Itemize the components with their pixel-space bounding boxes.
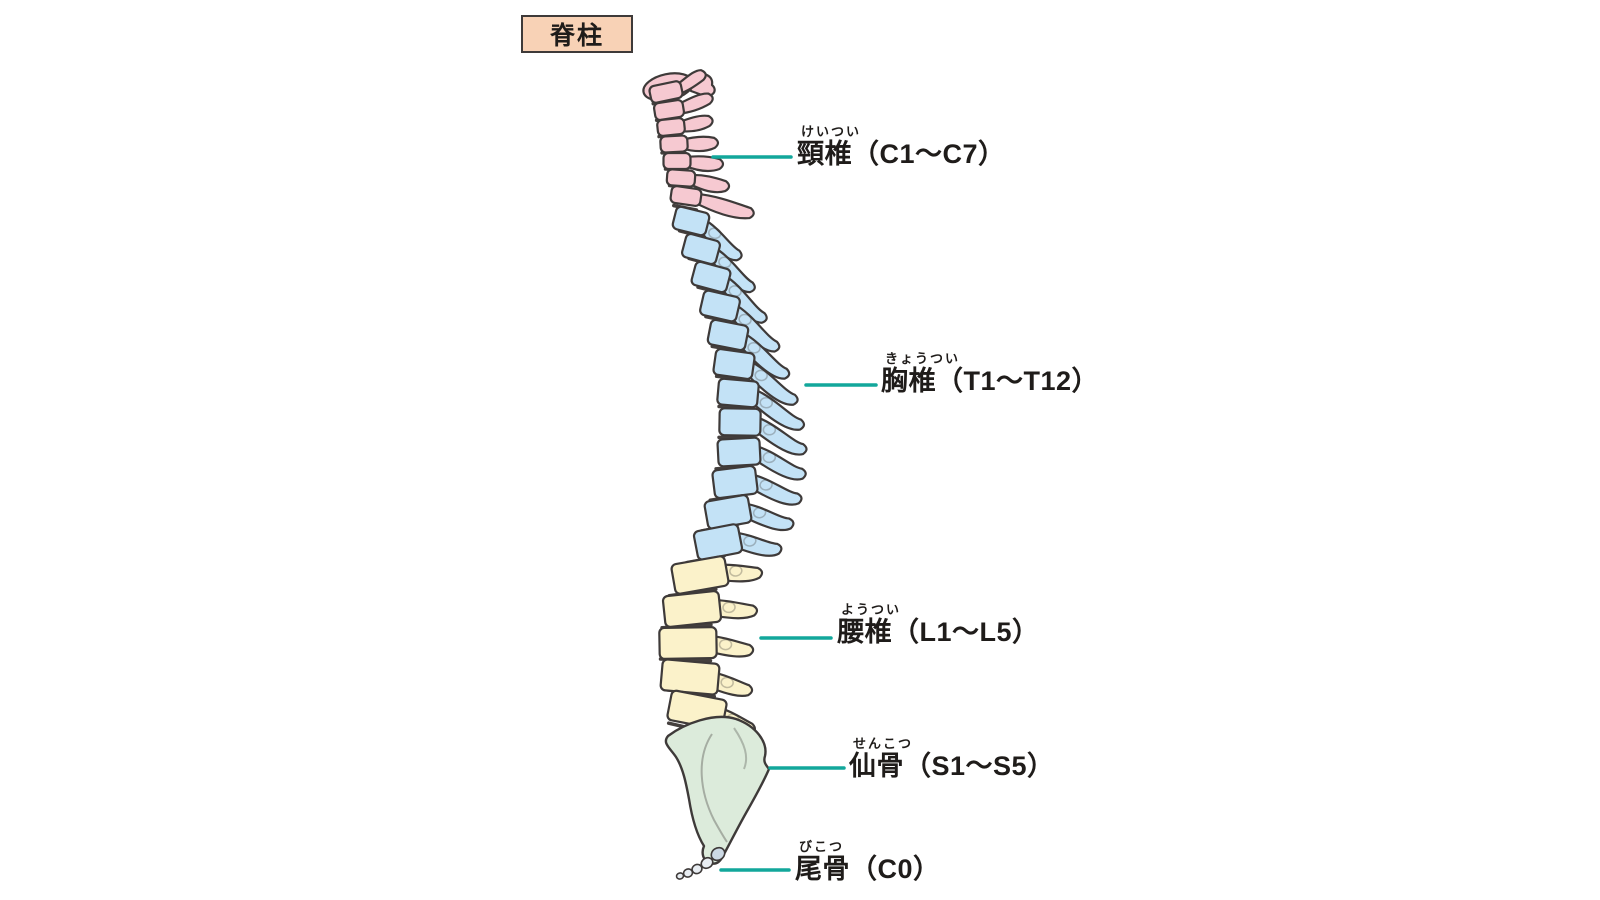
furigana-cervical: けいつい — [801, 124, 862, 139]
label-thoracic-text: 胸椎（T1〜T12） — [881, 366, 1100, 396]
coccyx-bone — [675, 846, 726, 880]
label-cervical: けいつい 頸椎（C1〜C7） — [797, 124, 1006, 169]
diagram-title: 脊柱 — [521, 15, 633, 53]
furigana-sacrum: せんこつ — [853, 736, 914, 751]
label-cervical-text: 頸椎（C1〜C7） — [797, 139, 1006, 169]
thoracic-vertebrae — [671, 205, 808, 561]
leader-lines — [711, 155, 878, 872]
label-lumbar: ようつい 腰椎（L1〜L5） — [837, 602, 1040, 647]
label-thoracic: きょうつい 胸椎（T1〜T12） — [881, 351, 1099, 396]
label-sacrum-text: 仙骨（S1〜S5） — [849, 751, 1055, 781]
lumbar-vertebrae — [658, 555, 764, 736]
cervical-vertebrae — [642, 69, 755, 220]
diagram-title-text: 脊柱 — [549, 22, 604, 50]
label-coccyx: びこつ 尾骨（C0） — [795, 839, 941, 884]
label-coccyx-text: 尾骨（C0） — [795, 854, 941, 884]
furigana-thoracic: きょうつい — [885, 351, 961, 366]
label-lumbar-text: 腰椎（L1〜L5） — [837, 617, 1040, 647]
sacrum-bone — [664, 715, 771, 865]
furigana-coccyx: びこつ — [799, 839, 845, 854]
label-sacrum: せんこつ 仙骨（S1〜S5） — [849, 736, 1055, 781]
furigana-lumbar: ようつい — [841, 602, 902, 617]
